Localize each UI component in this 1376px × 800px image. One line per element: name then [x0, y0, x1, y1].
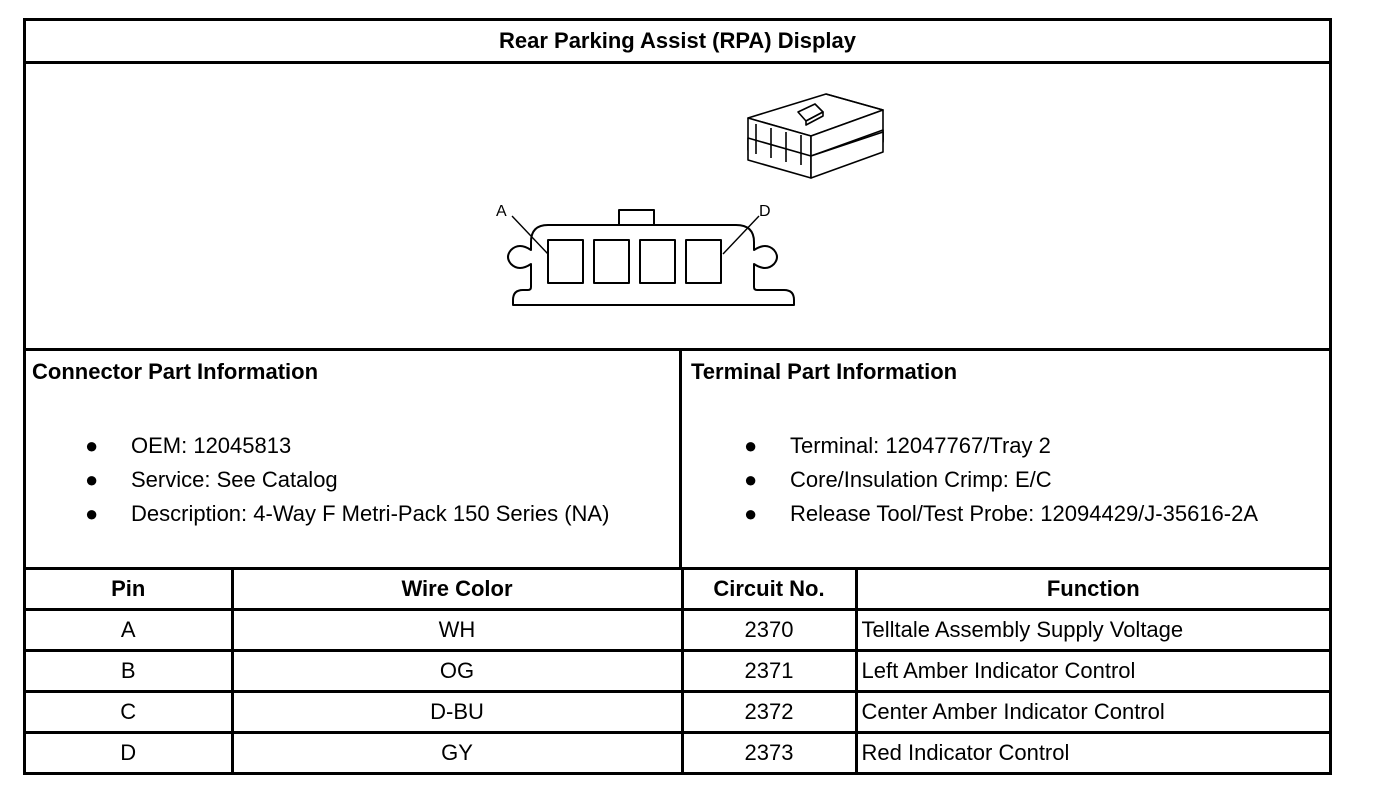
pin-callout-lines [511, 215, 760, 255]
cell-function: Left Amber Indicator Control [854, 648, 1329, 694]
cell-circuit: 2371 [680, 648, 858, 694]
terminal-part-info: Terminal Part Information ●Terminal: 120… [685, 351, 1329, 567]
connector-info-heading: Connector Part Information [32, 359, 319, 384]
connector-drawing-area: A D [26, 64, 1329, 351]
sheet-title: Rear Parking Assist (RPA) Display [26, 21, 1329, 64]
table-row: A WH 2370 Telltale Assembly Supply Volta… [26, 607, 1329, 652]
cell-circuit: 2373 [680, 731, 858, 772]
header-circuit-no: Circuit No. [680, 570, 858, 611]
bullet-icon: ● [744, 501, 758, 526]
part-information-row: Connector Part Information ●OEM: 1204581… [26, 351, 1329, 570]
cell-pin: C [26, 690, 234, 735]
connector-part-info: Connector Part Information ●OEM: 1204581… [26, 351, 682, 567]
connector-isometric-icon [747, 93, 884, 179]
connector-sheet: Rear Parking Assist (RPA) Display [23, 18, 1332, 775]
bullet-icon: ● [85, 467, 99, 492]
header-wire-color: Wire Color [230, 570, 684, 611]
table-row: B OG 2371 Left Amber Indicator Control [26, 648, 1329, 694]
header-function: Function [854, 570, 1329, 611]
cell-wire-color: D-BU [230, 690, 684, 735]
cell-circuit: 2372 [680, 690, 858, 735]
table-row: C D-BU 2372 Center Amber Indicator Contr… [26, 690, 1329, 735]
bullet-icon: ● [744, 433, 758, 458]
terminal-info-heading: Terminal Part Information [691, 359, 958, 384]
cell-wire-color: WH [230, 607, 684, 652]
cell-function: Red Indicator Control [854, 731, 1329, 772]
connector-front-face-icon [507, 209, 795, 306]
bullet-icon: ● [744, 467, 758, 492]
bullet-icon: ● [85, 501, 99, 526]
cell-wire-color: GY [230, 731, 684, 772]
pin-d-label: D [759, 203, 771, 220]
cell-pin: B [26, 648, 234, 694]
cell-pin: D [26, 731, 234, 772]
pinout-table: Pin Wire Color Circuit No. Function A WH… [26, 570, 1329, 772]
cell-function: Telltale Assembly Supply Voltage [854, 607, 1329, 652]
connector-illustration: A D [496, 93, 884, 306]
cell-pin: A [26, 607, 234, 652]
table-row: D GY 2373 Red Indicator Control [26, 731, 1329, 772]
header-pin: Pin [26, 570, 234, 611]
pin-a-label: A [496, 203, 507, 220]
table-header-row: Pin Wire Color Circuit No. Function [26, 570, 1329, 611]
cell-circuit: 2370 [680, 607, 858, 652]
cell-wire-color: OG [230, 648, 684, 694]
cell-function: Center Amber Indicator Control [854, 690, 1329, 735]
bullet-icon: ● [85, 433, 99, 458]
